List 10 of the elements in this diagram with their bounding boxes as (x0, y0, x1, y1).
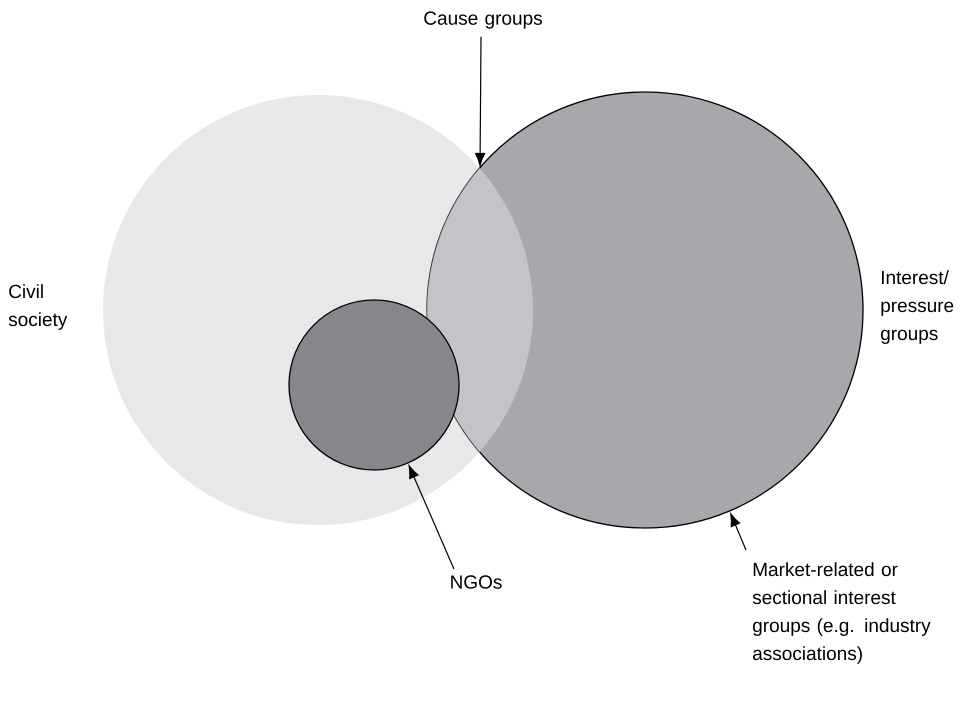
leader-text: Market-related or sectional interest groups (e.g. industry associations) (752, 562, 931, 664)
overlap-region (426, 168, 533, 452)
arrow (475, 36, 486, 166)
leader-text: NGOs (451, 575, 502, 589)
arrow (408, 465, 455, 570)
arrow (730, 513, 747, 550)
circle-label: Interest/ pressure groups (881, 270, 954, 344)
circle-label: Civil society (8, 284, 68, 330)
leader-text: Cause groups (424, 11, 542, 29)
circle (288, 299, 460, 471)
